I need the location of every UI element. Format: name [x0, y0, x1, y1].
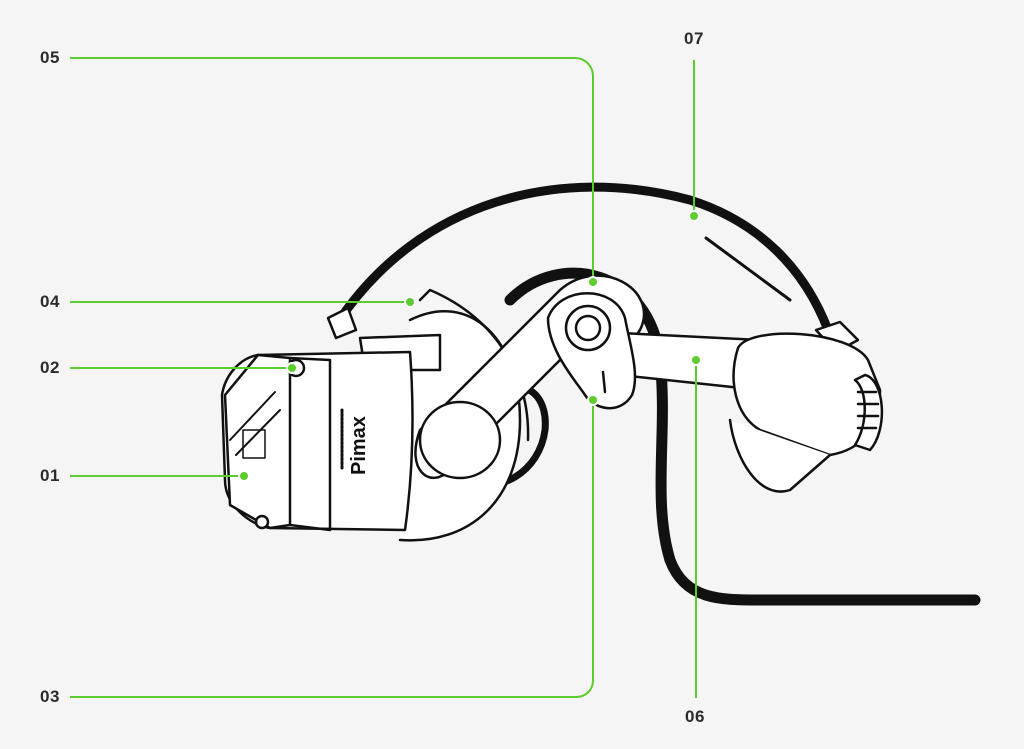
- callout-dot-07: [688, 210, 700, 222]
- callout-dot-03: [587, 394, 599, 406]
- callout-dot-01: [238, 470, 250, 482]
- callout-label-02: 02: [40, 358, 60, 377]
- callout-label-03: 03: [40, 687, 60, 706]
- callout-line-05: [70, 57, 594, 282]
- callout-label-07: 07: [684, 29, 704, 48]
- callout-label-01: 01: [40, 466, 60, 485]
- top-strap-clip-left: [326, 306, 358, 340]
- top-strap-inner: [343, 199, 820, 338]
- callout-dots: [238, 210, 702, 482]
- callout-line-03: [70, 400, 594, 698]
- callout-dot-06: [690, 354, 702, 366]
- callout-dot-04: [404, 296, 416, 308]
- callout-dot-05: [587, 276, 599, 288]
- brand-logo: Pimax: [348, 416, 370, 475]
- callout-label-04: 04: [40, 292, 60, 311]
- top-strap: [333, 182, 833, 335]
- callout-dot-02: [286, 362, 298, 374]
- callout-label-06: 06: [685, 707, 705, 726]
- callout-label-05: 05: [40, 48, 60, 67]
- callout-lines: [70, 57, 697, 698]
